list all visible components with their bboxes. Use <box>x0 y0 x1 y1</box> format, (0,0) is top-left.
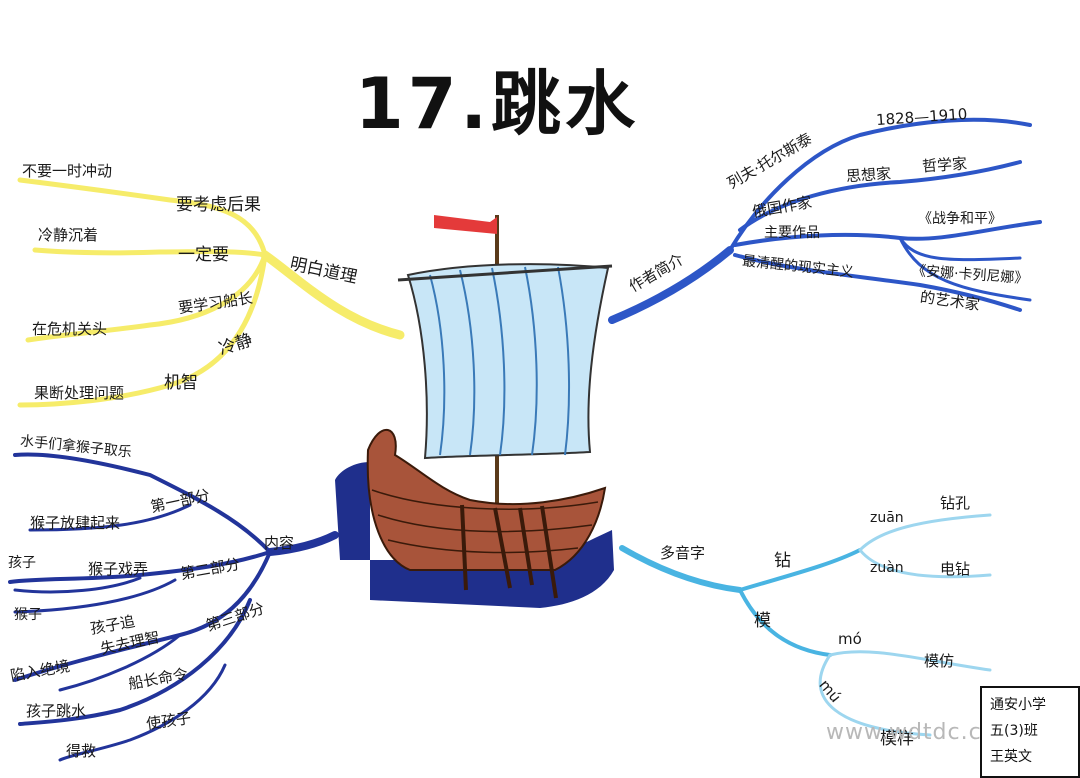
node-pinyin-zuan4: zuàn <box>870 560 904 576</box>
node-child-jumps: 孩子跳水 <box>26 702 87 720</box>
node-electric-drill: 电钻 <box>940 560 971 578</box>
node-philosopher: 哲学家 <box>921 154 968 176</box>
node-monkey: 猴子 <box>14 607 42 623</box>
node-pinyin-mo: mó <box>838 630 862 648</box>
stamp-school: 通安小学 <box>990 697 1046 713</box>
node-calm-composed: 冷静沉着 <box>38 226 99 244</box>
node-rescued: 得救 <box>66 742 97 760</box>
stamp-name: 王英文 <box>990 749 1032 765</box>
stamp-class: 五(3)班 <box>990 723 1038 739</box>
node-main-works: 主要作品 <box>764 225 820 241</box>
page-title: 17.跳水 <box>355 63 640 145</box>
node-char-zuan: 钻 <box>774 551 791 571</box>
boat-sea <box>335 462 614 608</box>
branch-root-content: 内容 <box>264 534 295 552</box>
node-consider-consequences: 要考虑后果 <box>176 195 261 215</box>
node-monkey-teases: 猴子戏弄 <box>88 560 149 578</box>
boat-illustration <box>335 215 614 608</box>
node-monkey-unruly: 猴子放肆起来 <box>30 514 121 532</box>
yellow-branches <box>17 177 405 408</box>
node-must: 一定要 <box>178 245 229 265</box>
branch-root-polyphonic: 多音字 <box>660 544 706 562</box>
node-crisis-moment: 在危机关头 <box>32 320 108 338</box>
node-child: 孩子 <box>8 555 36 571</box>
node-drill-hole: 钻孔 <box>940 494 971 512</box>
node-no-impulse: 不要一时冲动 <box>22 162 113 180</box>
node-appearance: 模样 <box>880 729 914 749</box>
node-pinyin-zuan1: zuān <box>870 510 904 526</box>
cyan-branches <box>619 513 992 737</box>
blue-branches <box>608 117 1042 324</box>
node-char-mo: 模 <box>754 611 771 631</box>
node-war-and-peace: 《战争和平》 <box>918 211 1002 227</box>
node-decisive-handling: 果断处理问题 <box>34 384 125 402</box>
node-thinker: 思想家 <box>845 164 892 186</box>
navy-branches <box>8 452 339 762</box>
author-stamp: 通安小学 五(3)班 王英文 <box>980 686 1080 778</box>
node-imitate: 模仿 <box>924 652 955 670</box>
node-clever: 机智 <box>164 373 198 393</box>
boat-flag <box>434 215 497 234</box>
boat-sail <box>406 263 610 460</box>
